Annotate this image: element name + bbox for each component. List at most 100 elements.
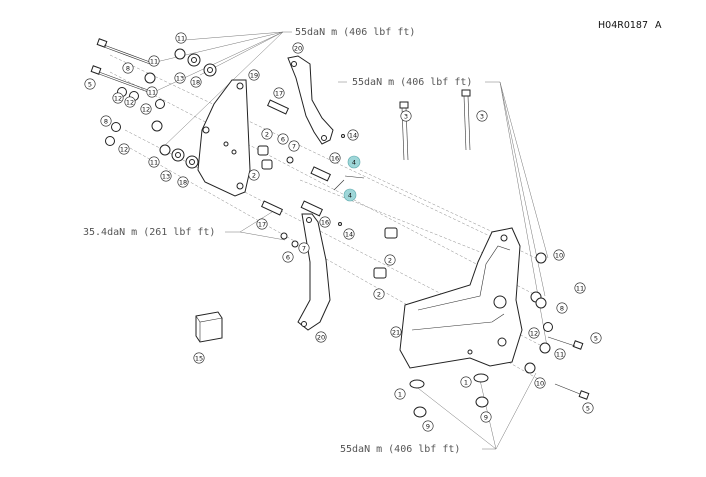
callout-c4: 5 <box>84 78 96 90</box>
callout-circle <box>190 76 202 88</box>
callout-circle <box>282 251 294 263</box>
callout-c37: 3 <box>476 110 488 122</box>
callout-circle <box>292 42 304 54</box>
callout-c18: 17 <box>273 87 285 99</box>
callout-c36: 3 <box>400 110 412 122</box>
torque-label-middle-right: 55daN m (406 lbf ft) <box>352 77 472 88</box>
callout-c44: 10 <box>534 377 546 389</box>
callout-c38: 10 <box>553 249 565 261</box>
callout-c5: 13 <box>174 72 186 84</box>
callout-circle <box>100 115 112 127</box>
callout-c22: 7 <box>288 140 300 152</box>
callout-label: 11 <box>576 284 584 292</box>
callout-c20: 2 <box>261 128 273 140</box>
mounting-plate-19 <box>197 79 251 197</box>
callout-circle <box>422 420 434 432</box>
callout-circle <box>343 228 355 240</box>
callout-circle <box>329 152 341 164</box>
callout-c14: 13 <box>160 170 172 182</box>
callout-circle <box>373 288 385 300</box>
callout-c16: 19 <box>248 69 260 81</box>
callout-circle <box>590 332 602 344</box>
callout-circle <box>400 110 412 122</box>
callout-circle <box>394 388 406 400</box>
callout-circle <box>298 242 310 254</box>
callout-label: 13 <box>176 74 184 82</box>
callout-circle <box>528 327 540 339</box>
callout-circle <box>177 176 189 188</box>
callout-label: 20 <box>317 333 325 341</box>
callout-c40: 8 <box>556 302 568 314</box>
support-bracket-20-lower <box>297 213 331 331</box>
torque-label-left: 35.4daN m (261 lbf ft) <box>83 227 215 238</box>
callout-c32: 2 <box>384 254 396 266</box>
callout-label: 16 <box>331 154 339 162</box>
callout-circle <box>174 72 186 84</box>
callout-circle <box>148 156 160 168</box>
main-bracket-21 <box>399 227 523 369</box>
callout-label: 20 <box>294 44 302 52</box>
callout-label: 18 <box>192 78 200 86</box>
callout-circle <box>343 188 357 202</box>
callout-label: 3 <box>404 112 408 120</box>
callout-label: 19 <box>250 71 258 79</box>
callout-circle <box>277 133 289 145</box>
callout-label: 1 <box>398 390 402 398</box>
callout-label: 8 <box>104 117 108 125</box>
callout-c48: 1 <box>460 376 472 388</box>
callout-c26: 2 <box>248 169 260 181</box>
callout-c19: 14 <box>347 129 359 141</box>
callout-c33: 2 <box>373 288 385 300</box>
callout-c25: 4 <box>343 188 357 202</box>
callout-label: 5 <box>594 334 598 342</box>
callout-circle <box>193 352 205 364</box>
left-bolt-lower <box>90 65 149 93</box>
callout-circle <box>480 411 492 423</box>
left-bolt-upper <box>96 38 151 65</box>
callout-c29: 7 <box>298 242 310 254</box>
drawing-code: H04R0187 <box>598 20 648 31</box>
callout-c39: 11 <box>574 282 586 294</box>
callout-c42: 11 <box>554 348 566 360</box>
callout-c50: 9 <box>480 411 492 423</box>
callout-label: 4 <box>352 158 356 166</box>
callout-circle <box>261 128 273 140</box>
callout-circle <box>476 110 488 122</box>
spacer-pins <box>257 99 398 279</box>
callout-c47: 1 <box>394 388 406 400</box>
callout-label: 8 <box>126 64 130 72</box>
callout-label: 17 <box>275 89 283 97</box>
callout-circle <box>347 155 361 169</box>
callout-circle <box>118 143 130 155</box>
right-fastener-stack <box>524 252 590 400</box>
callout-label: 12 <box>126 98 134 106</box>
callout-c15: 18 <box>177 176 189 188</box>
callout-label: 5 <box>88 80 92 88</box>
callout-c21: 6 <box>277 133 289 145</box>
callout-label: 12 <box>142 105 150 113</box>
callout-label: 16 <box>321 218 329 226</box>
callout-c11: 8 <box>100 115 112 127</box>
callout-circle <box>319 216 331 228</box>
callout-c12: 12 <box>118 143 130 155</box>
left-fastener-stack <box>105 48 217 169</box>
callout-label: 2 <box>265 130 269 138</box>
callout-label: 6 <box>286 253 290 261</box>
callout-label: 2 <box>388 256 392 264</box>
callout-c23: 16 <box>329 152 341 164</box>
callout-c45: 5 <box>582 402 594 414</box>
callout-circle <box>84 78 96 90</box>
callout-circle <box>347 129 359 141</box>
callout-circle <box>574 282 586 294</box>
callout-c30: 16 <box>319 216 331 228</box>
callout-c7: 12 <box>112 92 124 104</box>
callout-label: 9 <box>484 413 488 421</box>
callout-circle <box>175 32 187 44</box>
callout-c2: 8 <box>122 62 134 74</box>
pad-block-15 <box>195 311 223 343</box>
callout-label: 5 <box>586 404 590 412</box>
support-bracket-20-upper <box>287 55 334 145</box>
callout-c8: 12 <box>124 96 136 108</box>
callout-circle <box>315 331 327 343</box>
callout-label: 11 <box>150 158 158 166</box>
